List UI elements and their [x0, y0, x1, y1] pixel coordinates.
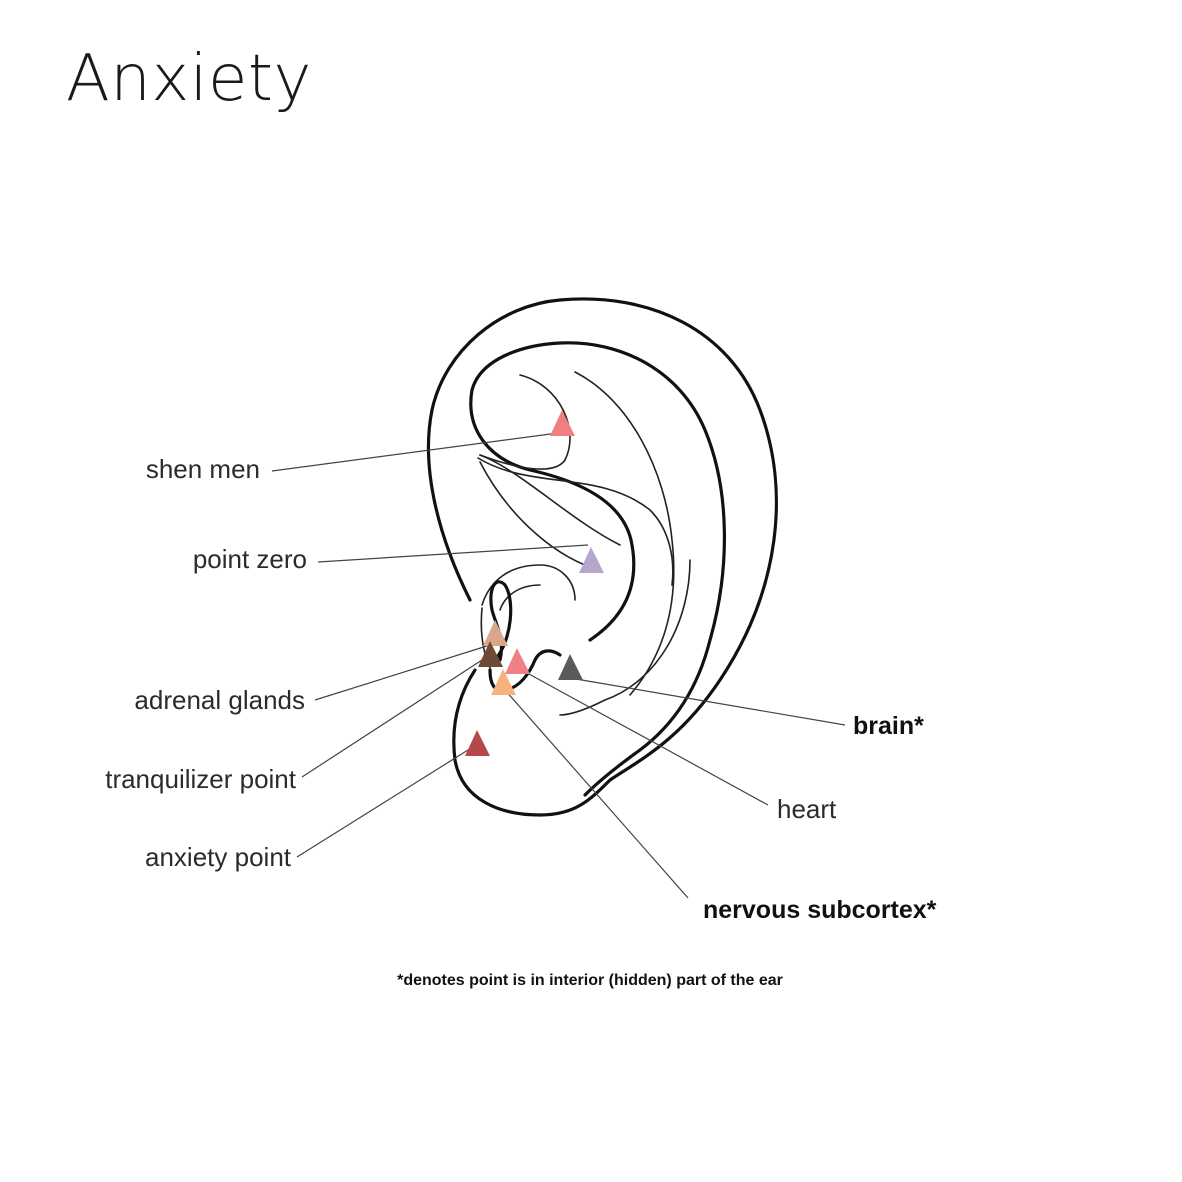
ear-concha-line	[482, 565, 575, 605]
marker-heart	[505, 648, 530, 674]
leader-anxiety-point	[297, 745, 476, 857]
leader-heart	[518, 668, 768, 805]
label-shen-men: shen men	[146, 454, 260, 484]
ear-tragus	[491, 582, 511, 660]
marker-anxiety-point	[465, 730, 490, 756]
label-heart: heart	[777, 794, 837, 824]
marker-adrenal-glands	[483, 620, 508, 646]
label-tranquilizer-point: tranquilizer point	[105, 764, 297, 794]
ear-helix-inner-line	[560, 560, 690, 715]
label-anxiety-point: anxiety point	[145, 842, 292, 872]
label-adrenal-glands: adrenal glands	[134, 685, 305, 715]
ear-crus-line	[478, 458, 673, 585]
label-nervous-subcortex: nervous subcortex*	[703, 896, 937, 924]
leader-brain	[570, 678, 845, 725]
marker-shen-men	[550, 410, 575, 436]
leader-nervous-subcortex	[505, 690, 688, 898]
page-title: Anxiety	[66, 42, 312, 116]
footnote: *denotes point is in interior (hidden) p…	[397, 972, 783, 989]
marker-brain	[558, 654, 583, 680]
label-point-zero: point zero	[193, 544, 307, 574]
leader-lines	[272, 433, 845, 898]
ear-antihelix-outer	[575, 372, 674, 695]
marker-point-zero	[579, 547, 604, 573]
label-brain: brain*	[853, 712, 924, 740]
point-labels: shen men point zero adrenal glands tranq…	[105, 454, 936, 924]
